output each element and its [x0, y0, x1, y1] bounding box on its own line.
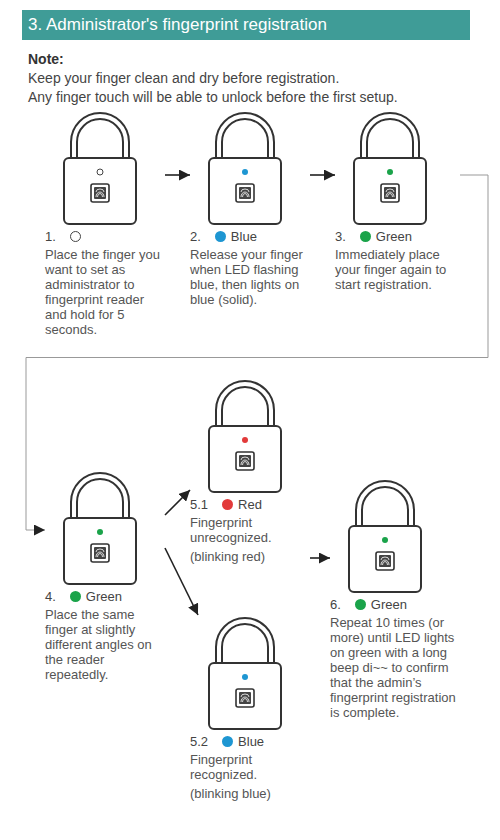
step-box: 3. GreenImmediately place your finger aga…: [335, 110, 460, 292]
led-color-word: Green: [371, 597, 407, 612]
led-color-word: Red: [238, 497, 262, 512]
note-block: Note:Keep your finger clean and dry befo…: [28, 50, 478, 107]
led-indicator: [242, 169, 248, 175]
led-color-dot: [360, 231, 371, 242]
led-indicator: [387, 169, 393, 175]
step-text: (blinking blue): [190, 786, 306, 801]
step-heading: 1.: [45, 228, 161, 246]
title-text: 3. Administrator's fingerprint registrat…: [22, 10, 470, 40]
step-text: Release your finger when LED flashing bl…: [190, 247, 306, 307]
led-color-word: Blue: [238, 734, 264, 749]
step-heading: 2. Blue: [190, 228, 306, 246]
padlock-illustration: [64, 116, 136, 224]
step-number: 5.1: [190, 497, 208, 512]
step-box: 2. BlueRelease your finger when LED flash…: [190, 110, 310, 307]
led-indicator: [97, 169, 103, 175]
step-heading: 6. Green: [330, 596, 468, 614]
step-box: 6. GreenRepeat 10 times (or more) until L…: [330, 478, 472, 720]
padlock-body: [354, 116, 426, 224]
step-box: 4. GreenPlace the same finger at slightly…: [45, 470, 165, 682]
title-bar: 3. Administrator's fingerprint registrat…: [22, 10, 470, 40]
connector-group: [26, 175, 488, 615]
step-box: 5.1 RedFingerprint unrecognized. (blinking…: [190, 378, 310, 564]
led-color-dot: [215, 231, 226, 242]
step-heading: 5.2 Blue: [190, 733, 306, 751]
step-text: Fingerprint recognized.: [190, 752, 306, 782]
led-indicator: [382, 537, 388, 543]
led-indicator: [242, 437, 248, 443]
step-text: Place the same finger at slightly differ…: [45, 607, 161, 682]
step-arrow: [310, 557, 330, 559]
step-arrow: [165, 490, 190, 515]
led-color-dot: [70, 591, 81, 602]
step-box: 1. Place the finger you want to set as ad…: [45, 110, 165, 337]
led-indicator: [97, 529, 103, 535]
note-heading: Note:: [28, 50, 478, 69]
step-text: Immediately place your finger again to s…: [335, 247, 456, 292]
step-arrow: [26, 175, 488, 530]
step-number: 2.: [190, 229, 201, 244]
note-text: Keep your finger clean and dry before re…: [28, 69, 478, 88]
padlock-body: [349, 484, 421, 592]
step-heading: 4. Green: [45, 588, 161, 606]
step-text: (blinking red): [190, 549, 306, 564]
step-text: Repeat 10 times (or more) until LED ligh…: [330, 615, 468, 720]
led-color-dot: [355, 599, 366, 610]
led-color-dot: [70, 231, 81, 242]
led-indicator: [242, 674, 248, 680]
padlock-illustration: [354, 116, 426, 224]
step-number: 4.: [45, 589, 56, 604]
led-color-dot: [222, 499, 233, 510]
padlock-illustration: [209, 116, 281, 224]
padlock-body: [64, 476, 136, 584]
led-color-word: Blue: [231, 229, 257, 244]
padlock-body: [209, 621, 281, 729]
padlock-body: [209, 116, 281, 224]
padlock-illustration: [209, 384, 281, 492]
step-arrow: [165, 174, 190, 176]
step-number: 1.: [45, 229, 56, 244]
step-text: Place the finger you want to set as admi…: [45, 247, 161, 337]
led-color-word: Green: [86, 589, 122, 604]
step-box: 5.2 BlueFingerprint recognized. (blinking …: [190, 615, 310, 801]
padlock-illustration: [349, 484, 421, 592]
step-text: Fingerprint unrecognized.: [190, 515, 306, 545]
led-color-dot: [222, 736, 233, 747]
padlock-illustration: [209, 621, 281, 729]
padlock-body: [209, 384, 281, 492]
padlock-illustration: [64, 476, 136, 584]
step-number: 6.: [330, 597, 341, 612]
note-text: Any finger touch will be able to unlock …: [28, 88, 478, 107]
step-arrow: [310, 174, 335, 176]
padlock-body: [64, 116, 136, 224]
led-color-word: Green: [376, 229, 412, 244]
step-heading: 5.1 Red: [190, 496, 306, 514]
step-number: 5.2: [190, 734, 208, 749]
step-heading: 3. Green: [335, 228, 456, 246]
step-number: 3.: [335, 229, 346, 244]
